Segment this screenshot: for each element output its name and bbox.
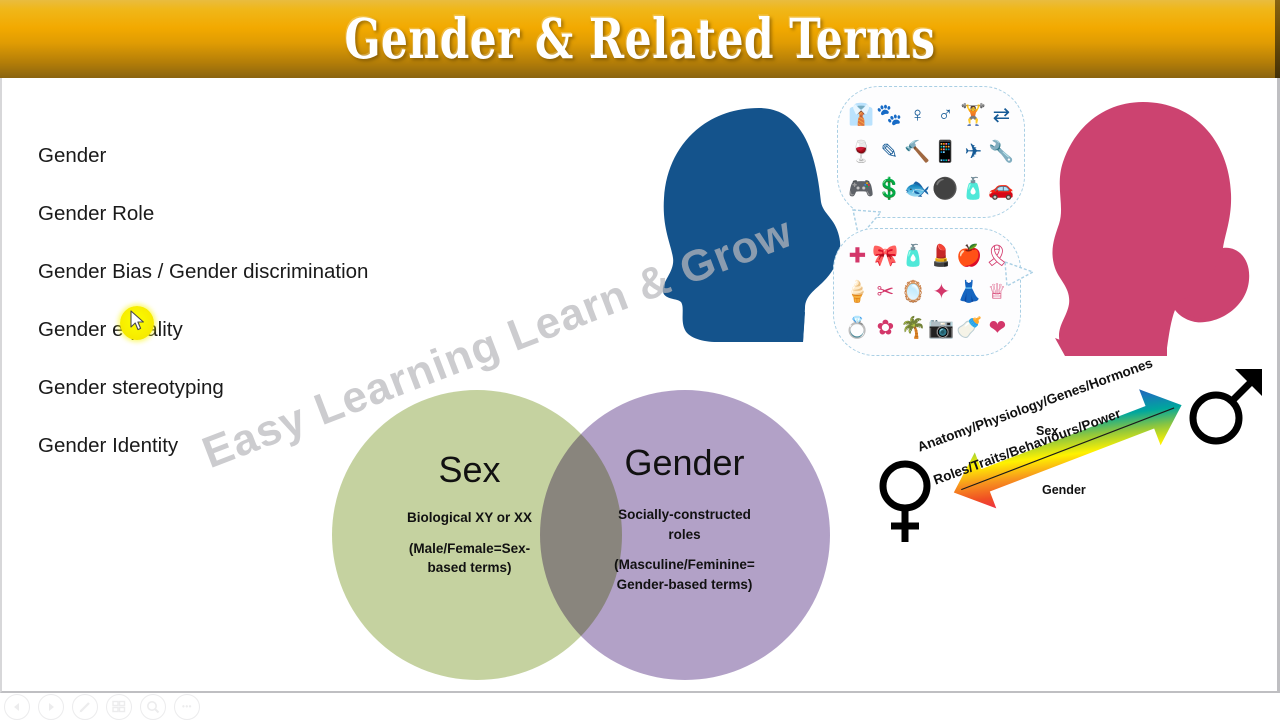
more-options-button[interactable]: ••• [174, 693, 200, 720]
phone-icon: 📱 [931, 140, 959, 164]
spectrum-graphic [879, 369, 1262, 542]
slideshow-toolbar: ••• [0, 693, 1280, 720]
pen-tool-button[interactable] [72, 693, 98, 720]
sparkle-icon: ✦ [932, 280, 950, 304]
flower-icon: ✿ [876, 316, 894, 340]
venn-sex-line1: Biological XY or XX [406, 510, 533, 525]
palm-tree-icon: 🌴 [899, 316, 927, 340]
male-symbol-icon [1189, 369, 1262, 445]
bottle-icon: 🍼 [955, 316, 983, 340]
list-item: Gender Identity [38, 434, 179, 457]
zoom-tool-button[interactable] [140, 693, 166, 720]
gender-heads-illustration: 👔 🐾 ♀ ♂ 🏋 ⇄ 🍷 ✎ 🔨 📱 ✈ 🔧 🎮 💲 🐟 ⚫ [647, 86, 1267, 376]
sex-gender-spectrum: Sex Anatomy/Physiology/Genes/Hormones Ro… [872, 355, 1272, 550]
spectrum-gender-label: Gender [1042, 483, 1086, 497]
perfume-icon: 🧴 [899, 244, 927, 268]
bubble-tail [1004, 260, 1035, 288]
gender-terms-list: Gender Gender Role Gender Bias / Gender … [38, 144, 468, 494]
gamepad-icon: 🎮 [847, 177, 875, 201]
venn-gender-text-block: Gender Socially-constructed roles (Mascu… [577, 445, 792, 594]
spray-icon: 🧴 [959, 177, 987, 201]
list-item: Gender stereotyping [38, 376, 224, 399]
triangle-right-icon [49, 702, 54, 711]
previous-slide-button[interactable] [4, 693, 30, 720]
female-icon-set: ✚ 🎀 🧴 💄 🍎 🎗 🍦 ✂ 🪞 ✦ 👗 ♕ 💍 ✿ 🌴 📷 [843, 238, 1011, 346]
ring-icon: 💍 [843, 316, 871, 340]
ice-cream-icon: 🍦 [843, 280, 871, 304]
venn-gender-line3: (Masculine/Feminine= [614, 557, 755, 573]
venn-sex-text-block: Sex Biological XY or XX (Male/Female=Sex… [362, 452, 577, 578]
pen-icon [79, 701, 90, 712]
venn-sex-line2: (Male/Female=Sex- [408, 540, 531, 556]
cross-icon: ✚ [848, 244, 866, 268]
camera-icon: 📷 [927, 316, 955, 340]
bubble-outline [833, 228, 1021, 356]
list-item: Gender Role [38, 202, 155, 225]
slide-title-bar: Gender & Related Terms [0, 0, 1280, 78]
ellipsis-icon: ••• [182, 702, 192, 711]
spectrum-sex-label: Sex [1036, 424, 1059, 438]
paw-icon: 🐾 [875, 103, 903, 127]
dollar-sign-icon: 💲 [875, 177, 903, 201]
venn-gender-line4: Gender-based terms) [616, 576, 753, 592]
female-symbol-icon [879, 460, 931, 542]
venn-sex-title: Sex [438, 449, 501, 490]
venn-sex-line3: based terms) [427, 560, 512, 576]
car-icon: 🚗 [987, 177, 1015, 201]
all-slides-button[interactable] [106, 693, 132, 720]
lipstick-icon: 💄 [927, 244, 955, 268]
ball-icon: ⚫ [931, 177, 959, 201]
triangle-left-icon [14, 702, 19, 711]
wrench-icon: 🔧 [987, 140, 1015, 164]
list-item: Gender Bias / Gender discrimination [38, 260, 369, 283]
apple-icon: 🍎 [955, 244, 983, 268]
arrow-icon: ⇄ [992, 103, 1010, 127]
ribbon-icon: 🎗 [983, 244, 1011, 268]
heart-icon: ❤ [988, 316, 1006, 340]
venn-gender-line2: roles [668, 526, 701, 542]
crown-icon: ♕ [987, 280, 1007, 304]
scissors-icon: ✂ [876, 280, 894, 304]
hammer-icon: 🔨 [903, 140, 931, 164]
male-symbol-icon: ♂ [937, 103, 953, 127]
venn-gender-title: Gender [624, 442, 745, 483]
next-slide-button[interactable] [38, 693, 64, 720]
butterfly-icon: 🎀 [871, 244, 899, 268]
venn-circle-gender [540, 390, 830, 680]
dumbbell-icon: 🏋 [959, 103, 987, 127]
venn-gender-line1: Socially-constructed [618, 507, 751, 522]
slides-grid-icon [112, 700, 126, 713]
necktie-icon: 👔 [847, 103, 875, 127]
page-title: Gender & Related Terms [344, 6, 936, 72]
dress-icon: 👗 [955, 280, 983, 304]
airplane-icon: ✈ [964, 140, 982, 164]
mirror-icon: 🪞 [899, 280, 927, 304]
wine-glass-icon: 🍷 [847, 140, 875, 164]
pen-line-icon: ✎ [880, 140, 898, 164]
female-symbol-icon: ♀ [909, 103, 925, 127]
sex-gender-venn-diagram: Sex Biological XY or XX (Male/Female=Sex… [332, 390, 832, 680]
male-icon-set: 👔 🐾 ♀ ♂ 🏋 ⇄ 🍷 ✎ 🔨 📱 ✈ 🔧 🎮 💲 🐟 ⚫ [847, 96, 1015, 208]
arrow-cursor [130, 310, 144, 331]
female-head-silhouette [1052, 102, 1250, 356]
male-head-silhouette [662, 108, 841, 342]
bubble-outline [837, 86, 1025, 218]
magnifier-icon [147, 700, 160, 713]
male-interests-bubble: 👔 🐾 ♀ ♂ 🏋 ⇄ 🍷 ✎ 🔨 📱 ✈ 🔧 🎮 💲 🐟 ⚫ [837, 86, 1025, 240]
slide-canvas: Gender Gender Role Gender Bias / Gender … [0, 78, 1280, 693]
list-item: Gender [38, 144, 107, 167]
female-interests-bubble: ✚ 🎀 🧴 💄 🍎 🎗 🍦 ✂ 🪞 ✦ 👗 ♕ 💍 ✿ 🌴 📷 [833, 228, 1035, 356]
list-item: Gender equality [38, 318, 183, 341]
fish-icon: 🐟 [903, 177, 931, 201]
